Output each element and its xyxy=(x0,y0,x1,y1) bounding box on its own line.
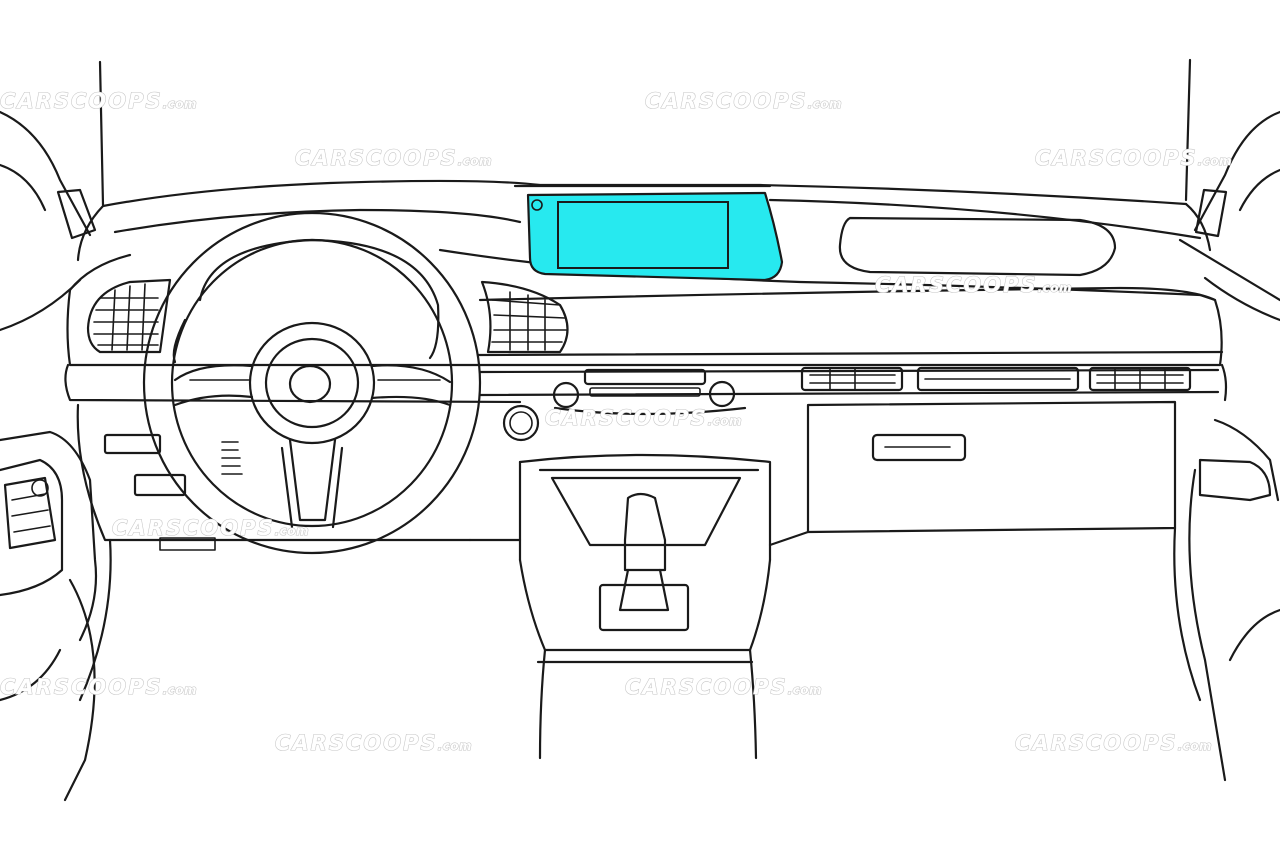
watermark-5: CARSCOOPS.com xyxy=(875,273,1072,297)
floor-lines xyxy=(78,526,1202,702)
start-button xyxy=(502,404,540,442)
watermark-6: CARSCOOPS.com xyxy=(545,406,742,430)
passenger-dash-panel xyxy=(838,216,1117,277)
watermark-1: CARSCOOPS.com xyxy=(0,89,197,113)
left-air-vent xyxy=(86,278,172,354)
gear-shifter xyxy=(598,492,690,632)
watermark-2: CARSCOOPS.com xyxy=(645,89,842,113)
glovebox xyxy=(806,400,1177,534)
watermarks: CARSCOOPS.com CARSCOOPS.com CARSCOOPS.co… xyxy=(0,88,1232,755)
watermark-4: CARSCOOPS.com xyxy=(1035,146,1232,170)
watermark-7: CARSCOOPS.com xyxy=(112,516,309,540)
steering-wheel xyxy=(142,211,482,555)
watermark-11: CARSCOOPS.com xyxy=(1015,731,1212,755)
instrument-cluster xyxy=(172,238,440,364)
watermark-9: CARSCOOPS.com xyxy=(625,675,822,699)
infotainment-screen xyxy=(513,184,784,282)
right-door xyxy=(1178,238,1280,782)
left-lower-switches xyxy=(103,433,243,551)
left-door xyxy=(0,278,98,802)
center-console xyxy=(518,453,772,760)
climate-controls xyxy=(552,366,1192,416)
center-left-air-vent xyxy=(480,280,569,354)
watermark-8: CARSCOOPS.com xyxy=(0,675,197,699)
watermark-3: CARSCOOPS.com xyxy=(295,146,492,170)
watermark-10: CARSCOOPS.com xyxy=(275,731,472,755)
dashboard-top xyxy=(76,179,1212,262)
windshield-frame xyxy=(0,58,1280,237)
